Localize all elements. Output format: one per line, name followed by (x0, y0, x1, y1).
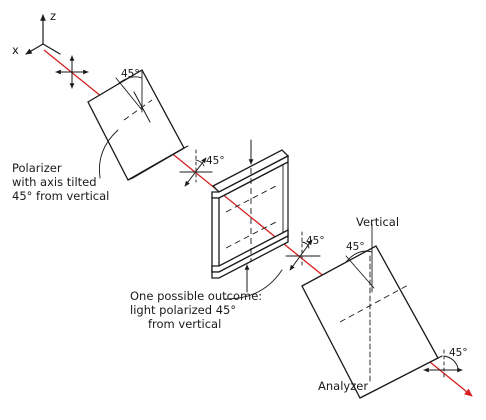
z-axis-label: z (50, 9, 56, 23)
output-light-symbol: 45° (423, 347, 468, 381)
outcome-angle-label: 45° (306, 235, 325, 247)
polarized-light-symbol-2: 45° (285, 231, 325, 271)
sample-angle-label: 45° (206, 155, 225, 167)
polarizer-angle-label: 45° (121, 68, 140, 80)
analyzer-plate: 45° Vertical (301, 215, 443, 399)
polarizer-caption-line-2: with axis tilted (12, 175, 97, 189)
sample-block (211, 149, 290, 279)
unpolarized-light-symbol (55, 55, 89, 89)
analyzer-angle-top-label: 45° (346, 241, 365, 253)
polarizer-caption-line-1: Polarizer (12, 161, 62, 175)
outcome-caption-line-1: One possible outcome: (130, 289, 262, 303)
coordinate-axes: z x (12, 9, 61, 57)
analyzer-label: Analyzer (318, 379, 368, 393)
analyzer-angle-out-label: 45° (449, 347, 468, 359)
polarized-light-symbol-1: 45° (179, 149, 225, 187)
outcome-caption-line-3: from vertical (148, 317, 221, 331)
x-axis-label: x (12, 43, 19, 57)
polarizer-caption-line-3: 45° from vertical (12, 189, 109, 203)
outcome-caption-line-2: light polarized 45° (130, 303, 236, 317)
compression-arrows (244, 139, 254, 293)
analyzer-vertical-label: Vertical (356, 215, 399, 229)
polarizer-plate: 45° (87, 68, 189, 181)
